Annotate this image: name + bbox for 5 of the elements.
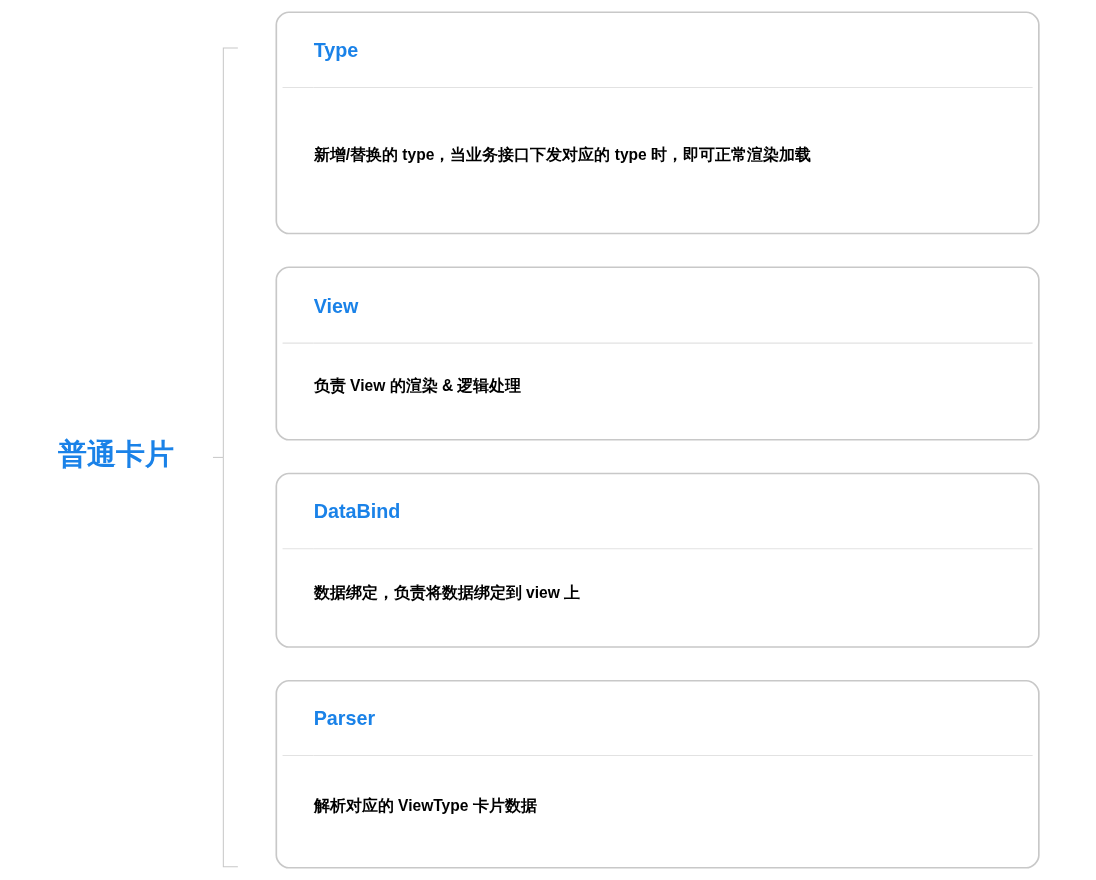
node-box: Type 新增/替换的 type，当业务接口下发对应的 type 时，即可正常渲染加载	[275, 11, 1040, 235]
node-box: Parser 解析对应的 ViewType 卡片数据	[275, 679, 1040, 869]
node-box: DataBind 数据绑定，负责将数据绑定到 view 上	[275, 472, 1040, 648]
label: 普通卡片	[57, 437, 174, 470]
node-box: View 负责 View 的渲染 & 逻辑处理	[275, 266, 1040, 441]
